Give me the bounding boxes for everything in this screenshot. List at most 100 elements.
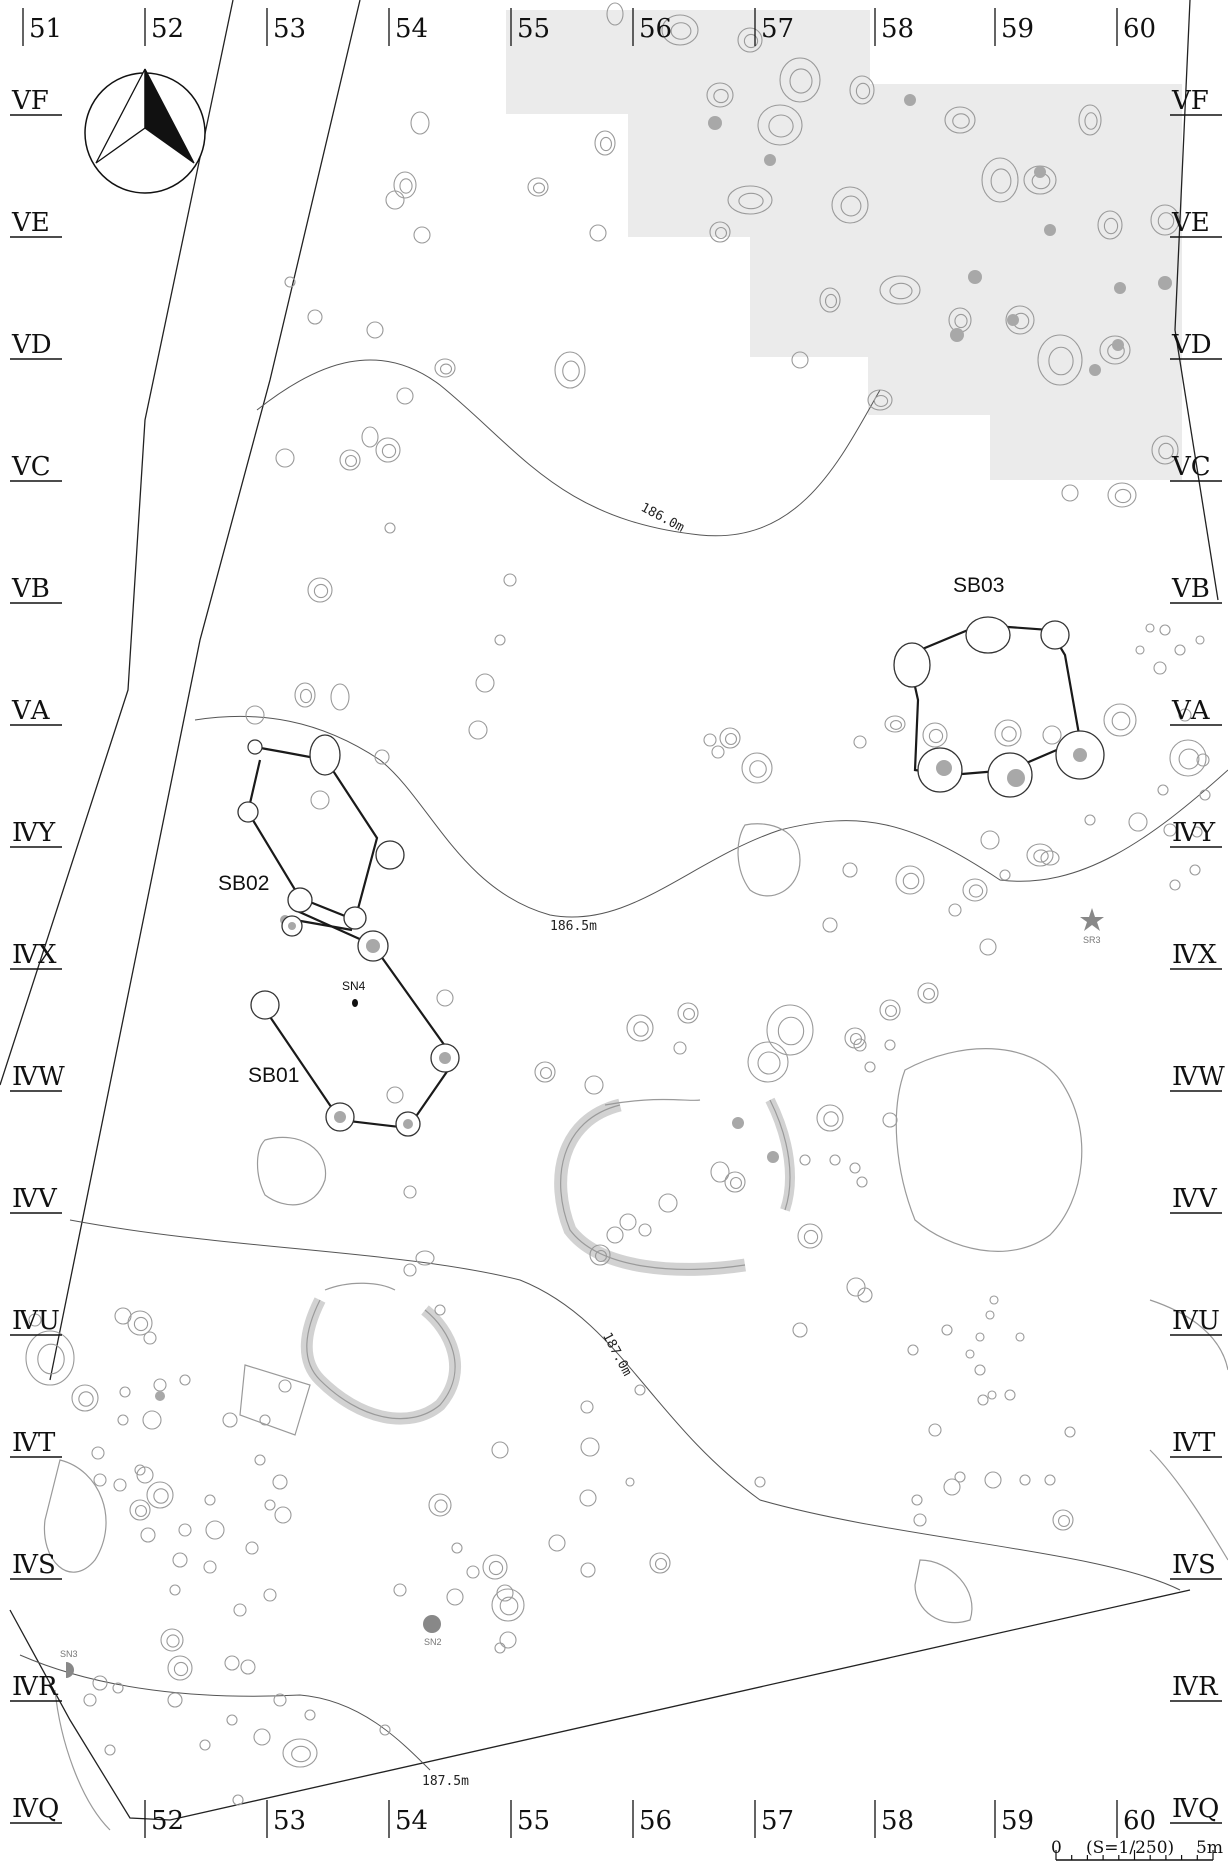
pit-inner: [499, 1596, 519, 1616]
pit-inner: [1048, 346, 1074, 376]
row-label-left: ⅣY: [12, 818, 56, 848]
pit: [962, 878, 988, 902]
pit: [799, 1154, 811, 1166]
pit: [393, 171, 417, 199]
column-label-bottom: 56: [639, 1806, 672, 1836]
north-arrow-icon: [84, 68, 206, 194]
sb02-post: [309, 734, 341, 776]
pit: [330, 683, 350, 711]
label-sn4: SN4: [342, 979, 366, 993]
pit-inner: [599, 136, 613, 152]
pit: [104, 1744, 116, 1756]
pit-inner: [1084, 112, 1098, 130]
pit: [499, 1631, 517, 1649]
scale-end: 5m: [1196, 1838, 1223, 1858]
pit: [757, 104, 803, 146]
row-label-left: ⅤB: [11, 574, 50, 604]
pit: [626, 1014, 654, 1042]
row-label-left: ⅣQ: [12, 1794, 59, 1824]
pit: [91, 1446, 105, 1460]
column-label-bottom: 60: [1123, 1806, 1156, 1836]
pit: [259, 1414, 271, 1426]
sb02-post: [237, 801, 259, 823]
pit: [638, 1223, 652, 1237]
pit: [71, 1384, 99, 1412]
pit: [1084, 814, 1096, 826]
sb02-inner-line: [294, 918, 353, 932]
pit: [754, 1476, 766, 1488]
sb02-post: [375, 840, 405, 870]
pit: [594, 130, 616, 156]
pit: [113, 1478, 127, 1492]
pit: [272, 1474, 288, 1490]
star-icon: [1080, 908, 1104, 931]
pit: [853, 735, 867, 749]
row-label-left: ⅤA: [11, 696, 51, 726]
pit: [606, 2, 624, 26]
pit: [179, 1374, 191, 1386]
pit-inner: [743, 33, 759, 49]
pit-inner: [768, 114, 794, 138]
pit: [1163, 823, 1177, 837]
pit-inner: [902, 872, 920, 890]
pit: [127, 1310, 153, 1336]
pit: [28, 1313, 42, 1327]
pit: [1150, 204, 1180, 236]
pit-fill: [764, 154, 776, 166]
pit: [1078, 104, 1102, 136]
pit-inner: [823, 1111, 839, 1127]
building-sb01: [250, 908, 460, 1137]
pit-inner: [952, 113, 970, 129]
sb03-post: [965, 616, 1011, 654]
pit: [791, 351, 809, 369]
pit-fill: [1114, 282, 1126, 294]
pit-inner: [803, 1229, 819, 1245]
pit: [1097, 210, 1123, 240]
column-label-bottom: 55: [517, 1806, 550, 1836]
pit: [917, 982, 939, 1004]
pit: [129, 1499, 151, 1521]
pit-inner: [594, 1249, 608, 1263]
pit-inner: [153, 1488, 169, 1504]
sb02-post: [288, 922, 296, 930]
pit: [527, 177, 549, 197]
pit: [1196, 753, 1210, 767]
pit: [232, 1794, 244, 1806]
pit: [819, 287, 841, 313]
pit-inner: [539, 1066, 553, 1080]
sb03-post: [936, 760, 952, 776]
pit: [724, 1171, 746, 1193]
pit-inner: [922, 987, 936, 1001]
building-sb03: [893, 616, 1105, 798]
pit: [1128, 812, 1148, 832]
sb02-outline: [246, 745, 379, 922]
pit-inner: [1111, 711, 1131, 731]
pit-inner: [670, 22, 692, 40]
pit: [428, 1493, 452, 1517]
pit: [822, 917, 838, 933]
label-sb02: SB02: [218, 872, 269, 895]
sb03-outline: [906, 623, 1082, 777]
column-label-top: 52: [151, 14, 184, 44]
pit: [1005, 305, 1035, 335]
pit: [436, 989, 454, 1007]
pit-inner: [399, 178, 413, 194]
pit: [895, 865, 925, 895]
pit-inner: [789, 68, 813, 94]
pit: [673, 1041, 687, 1055]
pit: [92, 1675, 108, 1691]
pit-inner: [562, 360, 580, 382]
pit: [719, 727, 741, 749]
pit: [589, 1244, 611, 1266]
pit: [1174, 644, 1186, 656]
pit: [1178, 708, 1192, 722]
pit: [413, 226, 431, 244]
pit-inner: [682, 1007, 696, 1021]
pit-inner: [990, 168, 1012, 194]
pit: [913, 1513, 927, 1527]
pit: [884, 715, 906, 733]
pit: [661, 14, 699, 46]
pit-inner: [840, 195, 862, 217]
pit: [482, 1554, 508, 1580]
pit: [879, 275, 921, 305]
